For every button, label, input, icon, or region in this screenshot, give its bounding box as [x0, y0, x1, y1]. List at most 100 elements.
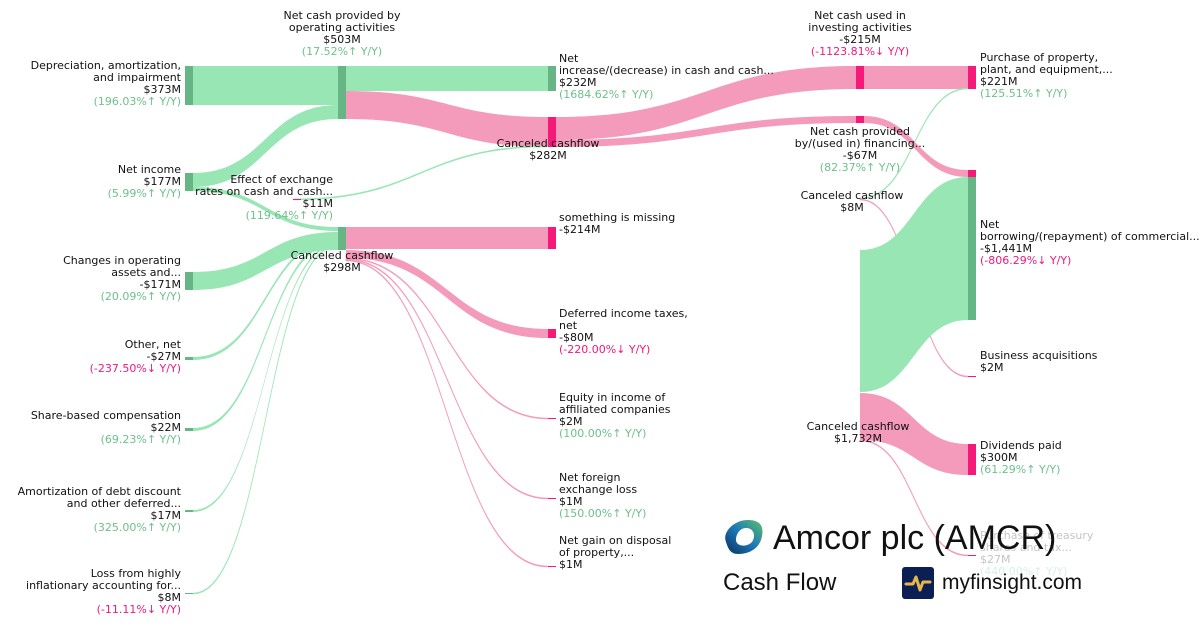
- sankey-link: [193, 66, 338, 105]
- node-label: Equity in income of affiliated companies…: [559, 392, 671, 440]
- node-label: Purchase of property, plant, and equipme…: [980, 52, 1113, 100]
- node-yoy: (440.00%↑ Y/Y): [980, 565, 1068, 578]
- sankey-link: [193, 105, 338, 187]
- node-yoy: (-237.50%↓ Y/Y): [89, 362, 181, 375]
- sankey-node: [548, 498, 556, 499]
- sankey-node: [548, 117, 556, 147]
- node-name: Equity in income of affiliated companies: [559, 391, 671, 416]
- node-name: Deferred income taxes, net: [559, 307, 688, 332]
- node-yoy: (-220.00%↓ Y/Y): [559, 343, 651, 356]
- node-yoy: (82.37%↑ Y/Y): [819, 161, 901, 174]
- node-name: Other, net: [124, 338, 181, 351]
- node-yoy: (-1123.81%↓ Y/Y): [810, 45, 910, 58]
- node-value: $300M: [980, 451, 1018, 464]
- node-label: Share-based compensation$22M(69.23%↑ Y/Y…: [31, 410, 181, 446]
- node-value: -$80M: [559, 331, 594, 344]
- node-label: Net income$177M(5.99%↑ Y/Y): [108, 164, 181, 200]
- node-name: Business acquisitions: [980, 349, 1098, 362]
- node-value: -$215M: [839, 33, 881, 46]
- sankey-link: [193, 243, 338, 512]
- node-value: $282M: [529, 149, 567, 162]
- node-value: $177M: [143, 175, 182, 188]
- node-yoy: (-11.11%↓ Y/Y): [96, 603, 181, 616]
- node-value: $1M: [559, 558, 583, 571]
- sankey-link: [860, 393, 968, 475]
- node-label: Net borrowing/(repayment) of commercial.…: [980, 219, 1200, 267]
- node-label: Effect of exchange rates on cash and cas…: [195, 174, 333, 222]
- node-label: Canceled cashflow$1,732M: [807, 421, 910, 445]
- node-label: Changes in operating assets and...-$171M…: [63, 255, 181, 303]
- sankey-node: [548, 329, 556, 338]
- node-label: Depreciation, amortization, and impairme…: [31, 60, 181, 108]
- node-name: Dividends paid: [980, 439, 1062, 452]
- node-value: $221M: [980, 75, 1018, 88]
- sankey-node: [968, 555, 976, 556]
- sankey-link: [193, 187, 338, 231]
- sankey-node: [293, 199, 301, 200]
- node-name: Net gain on disposal of property,...: [559, 534, 672, 559]
- node-yoy: (5.99%↑ Y/Y): [107, 187, 181, 200]
- amcor-logo-icon: [725, 520, 763, 554]
- node-yoy: (150.00%↑ Y/Y): [559, 507, 647, 520]
- node-value: $8M: [840, 201, 864, 214]
- node-value: $298M: [323, 261, 361, 274]
- sankey-node: [185, 593, 193, 594]
- node-yoy: (-806.29%↓ Y/Y): [980, 254, 1072, 267]
- node-yoy: (100.00%↑ Y/Y): [559, 427, 647, 440]
- sankey-node: [185, 510, 193, 512]
- sankey-link: [346, 66, 548, 91]
- sankey-link: [345, 257, 549, 420]
- node-name: Share-based compensation: [30, 409, 181, 422]
- node-name: Net cash provided by operating activitie…: [283, 9, 401, 34]
- sankey-link: [556, 66, 856, 140]
- sankey-node: [548, 227, 556, 249]
- node-value: $11M: [302, 197, 334, 210]
- sankey-node: [856, 66, 864, 89]
- sankey-link: [860, 177, 968, 392]
- sankey-node: [968, 376, 976, 377]
- node-name: Amortization of debt discount and other …: [17, 485, 181, 510]
- node-value: $1M: [559, 495, 583, 508]
- sankey-link: [346, 91, 548, 147]
- sankey-node: [968, 444, 976, 475]
- node-yoy: (1684.62%↑ Y/Y): [559, 88, 654, 101]
- node-label: Purchase of treasury shares and tax...$2…: [980, 530, 1093, 578]
- sankey-node: [185, 428, 193, 431]
- node-value: -$1,441M: [980, 242, 1032, 255]
- node-value: $373M: [143, 83, 182, 96]
- node-label: Deferred income taxes, net-$80M(-220.00%…: [559, 308, 688, 356]
- sankey-link: [346, 227, 548, 249]
- node-name: Canceled cashflow: [806, 420, 910, 433]
- node-label: Amortization of debt discount and other …: [18, 486, 181, 534]
- sankey-link: [864, 116, 968, 177]
- node-yoy: (119.64%↑ Y/Y): [245, 209, 333, 222]
- sankey-link: [193, 237, 338, 360]
- node-name: Purchase of property, plant, and equipme…: [980, 51, 1113, 76]
- node-name: Net increase/(decrease) in cash and cash…: [559, 52, 774, 77]
- node-label: Net increase/(decrease) in cash and cash…: [559, 53, 774, 101]
- node-label: Canceled cashflow$282M: [497, 138, 600, 162]
- sankey-link: [193, 232, 338, 290]
- node-label: Other, net-$27M(-237.50%↓ Y/Y): [90, 339, 181, 375]
- sankey-link: [556, 116, 856, 147]
- node-value: -$171M: [139, 278, 181, 291]
- node-value: $22M: [150, 421, 182, 434]
- node-name: Net income: [117, 163, 181, 176]
- node-name: something is missing: [559, 211, 676, 224]
- node-value: -$214M: [559, 223, 601, 236]
- node-name: Net cash used in investing activities: [808, 9, 912, 34]
- node-value: $503M: [323, 33, 361, 46]
- node-label: Net cash provided by operating activitie…: [283, 10, 400, 58]
- node-label: Net cash provided by/(used in) financing…: [795, 126, 925, 174]
- node-value: -$67M: [842, 149, 878, 162]
- sankey-link: [193, 240, 338, 431]
- sankey-node: [185, 357, 193, 360]
- sankey-node: [548, 418, 556, 419]
- chart-subtitle: Cash Flow: [723, 569, 837, 596]
- company-title: Amcor plc (AMCR): [773, 519, 1057, 557]
- node-value: $1,732M: [834, 432, 882, 445]
- sankey-link: [864, 66, 968, 89]
- node-yoy: (196.03%↑ Y/Y): [93, 95, 181, 108]
- site-link[interactable]: myfinsight.com: [942, 571, 1083, 594]
